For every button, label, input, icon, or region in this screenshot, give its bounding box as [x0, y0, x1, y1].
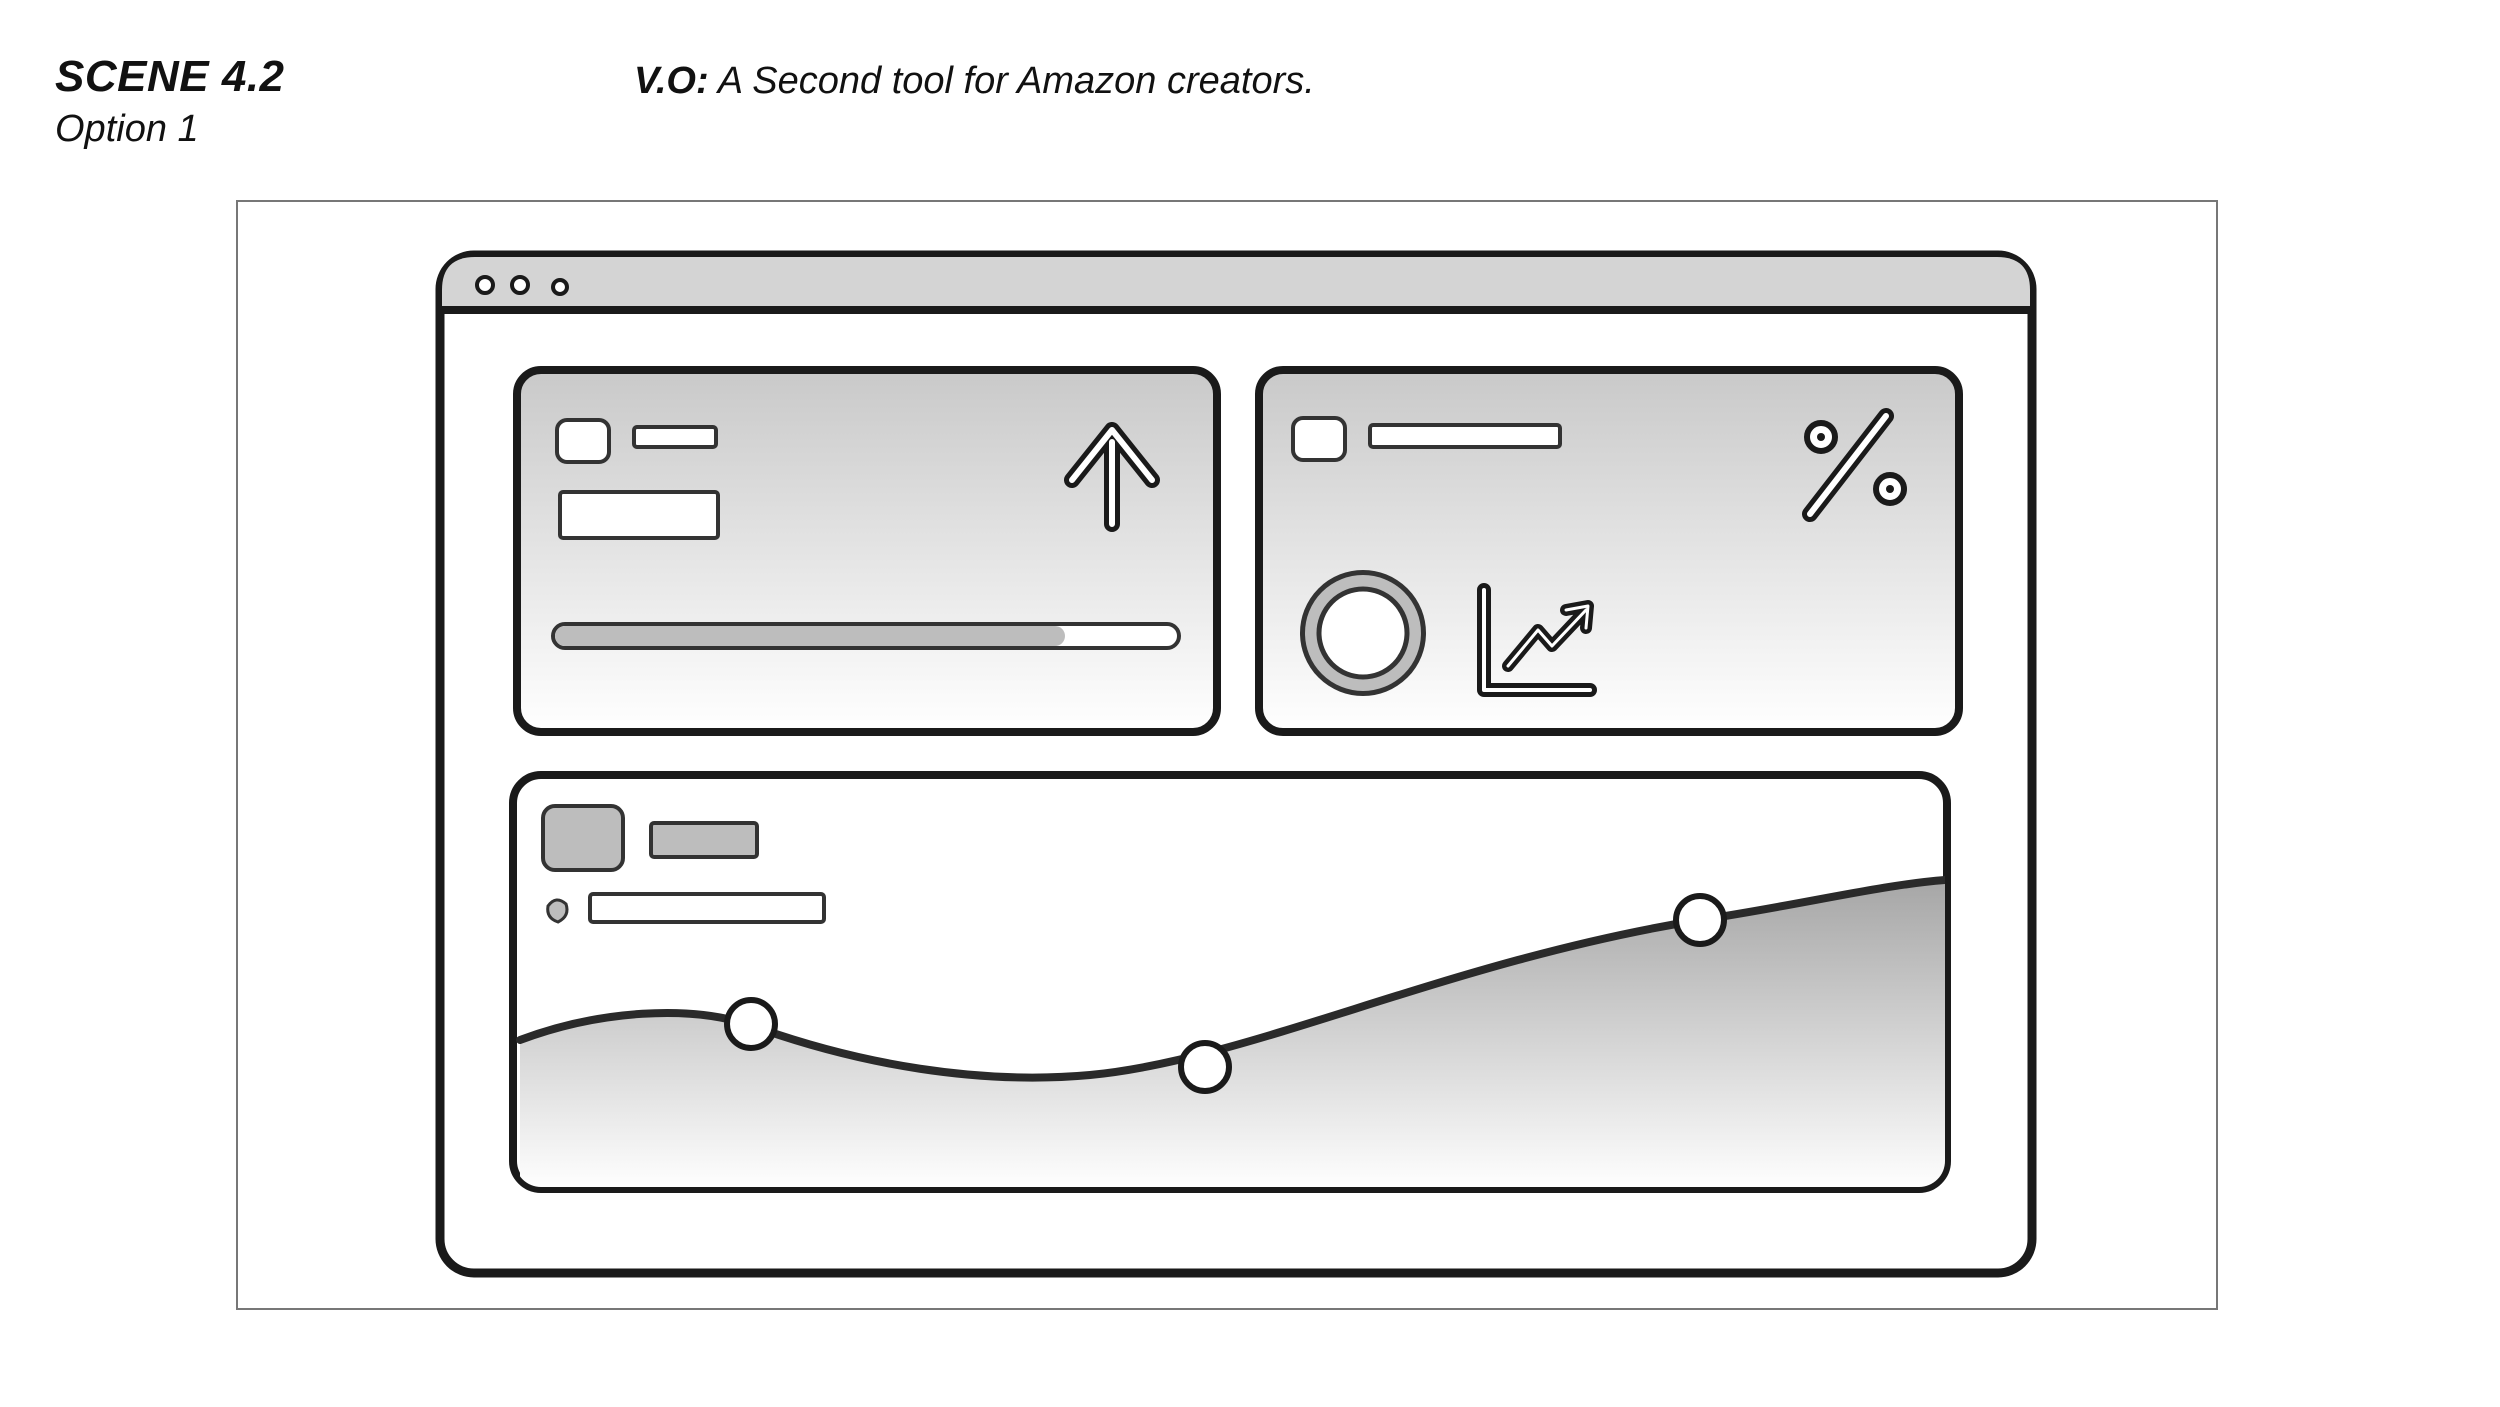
progress-bar — [551, 622, 1181, 650]
card-icon-placeholder — [1291, 416, 1347, 462]
window-dot — [475, 275, 495, 295]
voice-over: V.O: A Second tool for Amazon creators. — [634, 60, 1315, 103]
window-dot — [551, 278, 569, 296]
window-dot — [510, 275, 530, 295]
chart-point[interactable] — [1178, 1040, 1232, 1094]
chart-card[interactable] — [509, 771, 1951, 1193]
card-label-placeholder — [1368, 423, 1562, 449]
chart-point[interactable] — [724, 997, 778, 1051]
legend-label-placeholder — [588, 892, 826, 924]
card-value-placeholder — [558, 490, 720, 540]
card-label-placeholder — [632, 425, 718, 449]
voice-over-label: V.O: — [634, 60, 709, 102]
progress-fill — [555, 626, 1065, 646]
area-line — [516, 876, 1945, 1082]
legend-dot — [546, 898, 569, 924]
donut-chart-icon — [1300, 570, 1426, 696]
chart-icon-placeholder — [541, 804, 625, 872]
area-fill — [520, 880, 1945, 1187]
scene-title: SCENE 4.2 — [55, 52, 285, 101]
voice-over-text: A Second tool for Amazon creators. — [708, 60, 1315, 102]
rate-card[interactable] — [1255, 366, 1963, 736]
chart-label-placeholder — [649, 821, 759, 859]
arrow-up-icon — [1064, 422, 1160, 532]
chart-point[interactable] — [1673, 893, 1727, 947]
trend-chart-icon — [1477, 583, 1597, 697]
storyboard-frame — [236, 200, 2218, 1310]
window-dots[interactable] — [475, 275, 569, 296]
card-icon-placeholder — [555, 418, 611, 464]
scene-option: Option 1 — [55, 108, 199, 150]
percent-icon — [1802, 408, 1907, 522]
growth-card[interactable] — [513, 366, 1221, 736]
